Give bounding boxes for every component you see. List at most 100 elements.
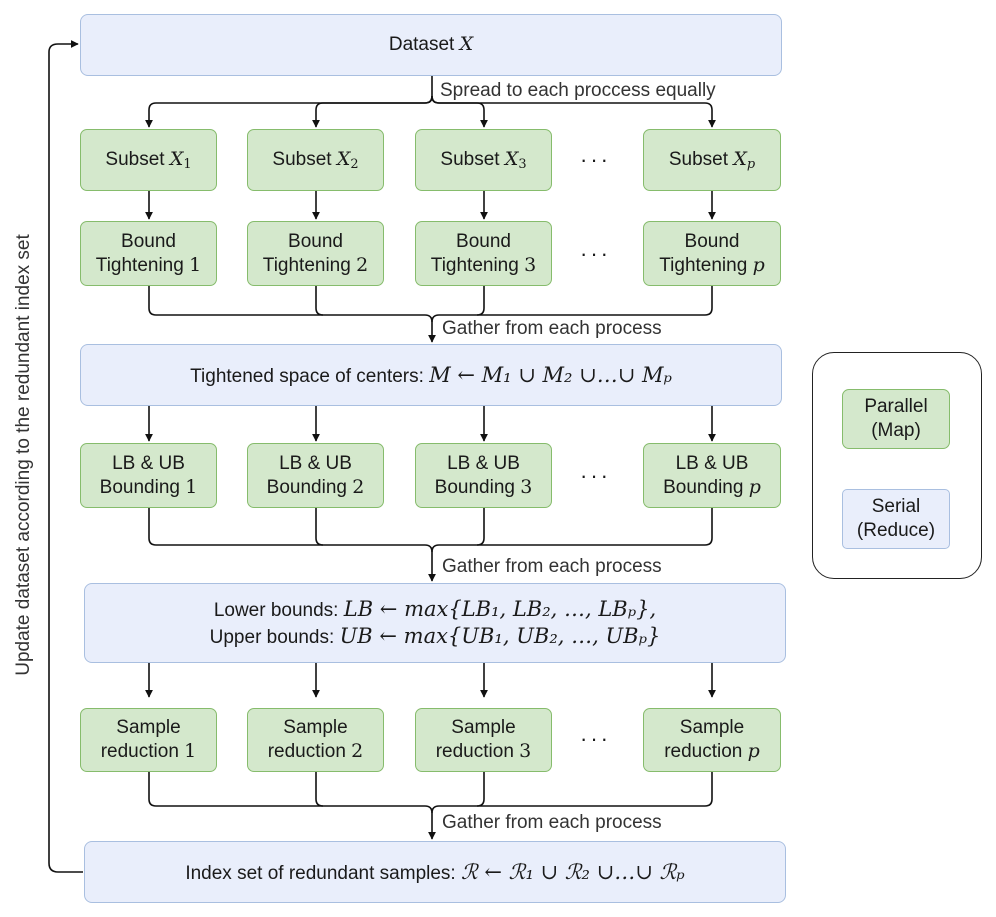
- subset-node-2: Subset X2: [247, 129, 384, 191]
- spread-label: Spread to each proccess equally: [440, 80, 716, 101]
- lbub-line2: Bounding: [663, 476, 744, 498]
- sample-reduction-line2: reduction: [435, 741, 514, 762]
- sample-reduction-line1: Sample: [679, 717, 745, 739]
- gather-label: Gather from each process: [442, 556, 662, 577]
- sample-reduction-index: 1: [184, 740, 197, 762]
- feedback-loop-connector: [48, 40, 83, 873]
- sample-reduction-node-2: Sample reduction 2: [247, 708, 384, 772]
- lbub-line1: LB & UB: [279, 452, 352, 474]
- lower-bounds-label: Lower bounds:: [213, 600, 339, 622]
- subset-label: Subset: [105, 149, 165, 171]
- lbub-index: p: [748, 475, 761, 498]
- ellipsis: ···: [580, 726, 611, 751]
- lbub-index: 3: [520, 475, 533, 498]
- sample-reduction-node-1: Sample reduction 1: [80, 708, 217, 772]
- upper-bounds-label: Upper bounds:: [209, 627, 335, 648]
- gather-connector: [148, 772, 436, 840]
- subset-label: Subset: [668, 149, 729, 171]
- gather-connector: [315, 772, 324, 807]
- bound-tightening-line2: Tightening: [95, 254, 184, 276]
- bound-tightening-line1: Bound: [288, 230, 343, 252]
- bound-tightening-index: p: [752, 253, 765, 276]
- subset-symbol: X: [336, 148, 351, 171]
- tightened-formula: M ← M₁ ∪ M₂ ∪…∪ Mₚ: [429, 362, 672, 387]
- gather-connector: [431, 286, 485, 323]
- ellipsis: ···: [580, 463, 611, 488]
- legend-serial-swatch: Serial (Reduce): [842, 489, 950, 549]
- bound-tightening-node-3: Bound Tightening 3: [415, 221, 552, 286]
- subset-label: Subset: [272, 149, 332, 171]
- sample-reduction-index: p: [747, 740, 760, 762]
- dataset-symbol: X: [459, 33, 474, 56]
- subset-label: Subset: [440, 149, 500, 171]
- lbub-line1: LB & UB: [112, 452, 185, 474]
- subset-index: 1: [183, 157, 192, 173]
- subset-index: p: [746, 157, 756, 173]
- tightened-label: Tightened space of centers:: [190, 365, 424, 387]
- legend-parallel-label: Parallel: [864, 396, 928, 418]
- gather-connector: [431, 508, 485, 553]
- bound-tightening-line1: Bound: [684, 230, 740, 252]
- sample-reduction-index: 2: [351, 740, 364, 762]
- sample-reduction-line2: reduction: [267, 741, 346, 762]
- subset-node-1: Subset X1: [80, 129, 217, 191]
- gather-connector: [477, 286, 713, 316]
- sample-reduction-line2: reduction: [100, 741, 179, 762]
- bound-tightening-node-2: Bound Tightening 2: [247, 221, 384, 286]
- index-set-label: Index set of redundant samples:: [185, 862, 456, 884]
- legend-parallel-swatch: Parallel (Map): [842, 389, 950, 449]
- sample-reduction-index: 3: [519, 740, 532, 762]
- lbub-node-1: LB & UB Bounding 1: [80, 443, 217, 508]
- ellipsis: ···: [580, 241, 611, 266]
- bound-tightening-index: 2: [356, 253, 369, 276]
- sample-reduction-node-3: Sample reduction 3: [415, 708, 552, 772]
- bound-tightening-index: 1: [189, 253, 202, 276]
- index-set-formula: ℛ ← ℛ₁ ∪ ℛ₂ ∪…∪ ℛₚ: [460, 859, 685, 884]
- gather-label: Gather from each process: [442, 318, 662, 339]
- lbub-line1: LB & UB: [675, 452, 749, 474]
- bound-tightening-node-1: Bound Tightening 1: [80, 221, 217, 286]
- upper-bounds-formula: UB ← max{UB₁, UB₂, …, UBₚ}: [339, 624, 661, 648]
- dataset-label: Dataset: [388, 34, 455, 56]
- subset-symbol: X: [504, 148, 519, 171]
- bound-tightening-line1: Bound: [121, 230, 176, 252]
- dataset-node: Dataset X: [80, 14, 782, 76]
- lbub-index: 1: [185, 475, 198, 498]
- lower-bounds-formula: LB ← max{LB₁, LB₂, …, LBₚ},: [343, 597, 657, 622]
- sample-reduction-line1: Sample: [283, 717, 348, 739]
- bound-tightening-index: 3: [524, 253, 537, 276]
- legend-serial-sub: (Reduce): [856, 520, 936, 541]
- bound-tightening-line2: Tightening: [659, 254, 748, 276]
- sample-reduction-line1: Sample: [451, 717, 516, 739]
- gather-connector: [315, 508, 324, 546]
- tightened-space-node: Tightened space of centers: M ← M₁ ∪ M₂ …: [80, 344, 782, 406]
- lbub-line2: Bounding: [434, 476, 515, 498]
- bound-tightening-line1: Bound: [456, 230, 511, 252]
- bounds-node: Lower bounds: LB ← max{LB₁, LB₂, …, LBₚ}…: [84, 583, 786, 663]
- subset-node-3: Subset X3: [415, 129, 552, 191]
- ellipsis: ···: [580, 147, 611, 172]
- sample-reduction-node-p: Sample reduction p: [643, 708, 781, 772]
- lbub-node-p: LB & UB Bounding p: [643, 443, 781, 508]
- subset-symbol: X: [169, 148, 184, 171]
- gather-connector: [148, 286, 436, 343]
- lbub-node-2: LB & UB Bounding 2: [247, 443, 384, 508]
- spread-connector: [312, 95, 433, 128]
- sample-reduction-line1: Sample: [116, 717, 181, 739]
- gather-connector: [148, 508, 436, 582]
- spread-connector: [145, 76, 433, 128]
- subset-symbol: X: [733, 148, 747, 171]
- bound-tightening-line2: Tightening: [262, 254, 351, 276]
- gather-connector: [431, 772, 485, 814]
- spread-connector: [431, 95, 716, 128]
- bound-tightening-line2: Tightening: [430, 254, 519, 276]
- update-loop-label: Update dataset according to the redundan…: [13, 234, 34, 676]
- gather-connector: [477, 508, 713, 546]
- legend-serial-label: Serial: [871, 496, 921, 518]
- lbub-line2: Bounding: [99, 476, 180, 498]
- lbub-line1: LB & UB: [447, 452, 520, 474]
- legend-parallel-sub: (Map): [871, 420, 921, 441]
- subset-index: 2: [350, 157, 359, 173]
- gather-connector: [315, 286, 324, 316]
